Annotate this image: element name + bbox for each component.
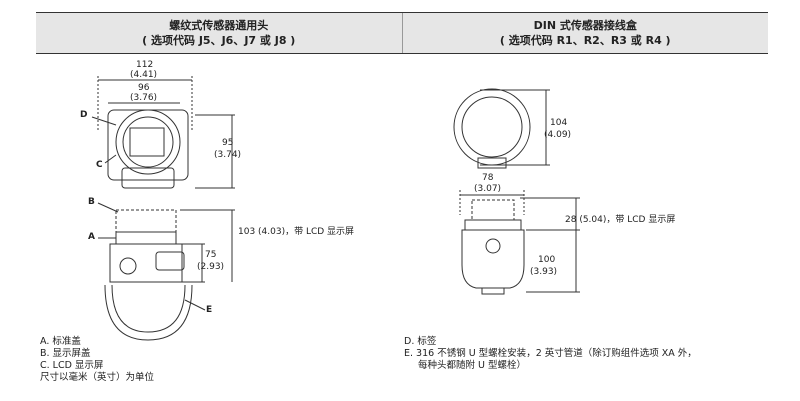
dim-width-112-in: (4.41) <box>130 70 158 80</box>
dim-height-103: 103 (4.03)，带 LCD 显示屏 <box>238 227 355 237</box>
callout-a: A <box>88 232 95 242</box>
left-title: 螺纹式传感器通用头 <box>169 19 269 32</box>
header-left: 螺纹式传感器通用头 ( 选项代码 J5、J6、J7 或 J8 ) <box>36 13 402 53</box>
legend-d: D. 标签 <box>404 336 437 347</box>
callout-d: D <box>80 110 88 120</box>
right-title: DIN 式传感器接线盒 <box>533 19 637 32</box>
legend-a: A. 标准盖 <box>40 336 81 347</box>
callout-e: E <box>206 305 213 315</box>
din-head-top-view <box>453 88 550 169</box>
legend-e-cont: 每种头都随附 U 型螺栓） <box>418 360 526 371</box>
dim-width-96-in: (3.76) <box>130 93 158 103</box>
dim-height-75: 75 <box>205 250 217 260</box>
dim-height-95: 95 <box>222 138 234 148</box>
header-right: DIN 式传感器接线盒 ( 选项代码 R1、R2、R3 或 R4 ) <box>401 13 769 53</box>
legend-b: B. 显示屏盖 <box>40 348 91 359</box>
right-subtitle: ( 选项代码 R1、R2、R3 或 R4 ) <box>499 34 671 47</box>
callout-b: B <box>88 197 95 207</box>
dim-width-78-in: (3.07) <box>474 184 502 194</box>
dim-height-28: 28 (5.04)，带 LCD 显示屏 <box>565 215 676 225</box>
dim-width-96: 96 <box>138 83 150 93</box>
header-table: 螺纹式传感器通用头 ( 选项代码 J5、J6、J7 或 J8 ) DIN 式传感器… <box>36 12 768 54</box>
dim-height-75-in: (2.93) <box>197 262 225 272</box>
legend-c: C. LCD 显示屏 <box>40 360 104 371</box>
dim-height-104: 104 <box>550 118 568 128</box>
dim-width-78: 78 <box>482 173 494 183</box>
dim-height-95-in: (3.74) <box>214 150 242 160</box>
callout-c: C <box>96 160 103 170</box>
legend-left: A. 标准盖 B. 显示屏盖 C. LCD 显示屏 尺寸以毫米（英寸）为单位 <box>40 336 154 384</box>
din-head-side-view <box>459 190 580 295</box>
legend-e: E. 316 不锈钢 U 型螺栓安装，2 英寸管道（除订购组件选项 XA 外， <box>404 348 697 359</box>
dim-height-104-in: (4.09) <box>544 130 572 140</box>
left-subtitle: ( 选项代码 J5、J6、J7 或 J8 ) <box>142 34 296 47</box>
dim-height-100-in: (3.93) <box>530 267 558 277</box>
threaded-head-side-view <box>97 202 235 341</box>
legend-right: D. 标签 E. 316 不锈钢 U 型螺栓安装，2 英寸管道（除订购组件选项 … <box>404 336 697 372</box>
dim-height-100: 100 <box>538 255 556 265</box>
dim-width-112: 112 <box>136 60 154 70</box>
legend-units: 尺寸以毫米（英寸）为单位 <box>40 372 155 383</box>
threaded-head-top-view <box>91 76 235 189</box>
